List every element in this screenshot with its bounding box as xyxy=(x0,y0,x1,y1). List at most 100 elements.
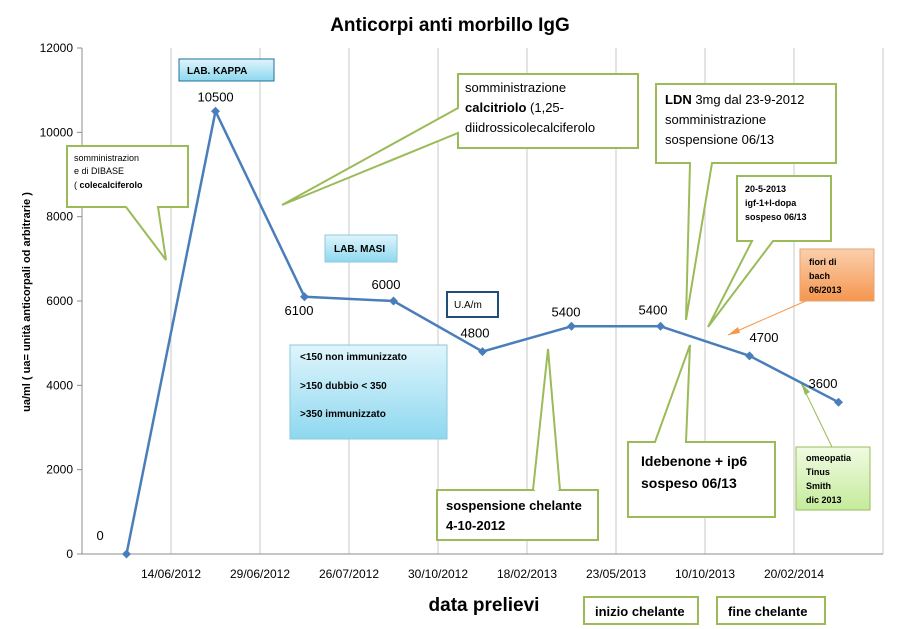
inizio-chelante-text: inizio chelante xyxy=(595,604,685,619)
svg-text:06/2013: 06/2013 xyxy=(809,285,842,295)
data-label: 4700 xyxy=(750,330,779,345)
calcitriolo-line-3: diidrossicolecalciferolo xyxy=(465,120,595,135)
calcitriolo-line-2-rest: (1,25- xyxy=(526,100,564,115)
chart-title: Anticorpi anti morbillo IgG xyxy=(330,15,570,36)
callout-ldn: LDN 3mg dal 23-9-2012 somministrazione s… xyxy=(655,83,837,321)
y-tick-label: 10000 xyxy=(40,125,74,139)
svg-text:Smith: Smith xyxy=(806,481,831,491)
lab-masi-text: LAB. MASI xyxy=(334,244,385,255)
data-label: 6000 xyxy=(372,277,401,292)
svg-text:dic 2013: dic 2013 xyxy=(806,495,842,505)
fine-chelante-text: fine chelante xyxy=(728,604,807,619)
svg-text:sospensione 06/13: sospensione 06/13 xyxy=(665,132,774,147)
svg-text:<150 non immunizzato: <150 non immunizzato xyxy=(300,352,407,363)
chelante-stop-line-2: 4-10-2012 xyxy=(446,518,505,533)
dibase-line-1: somministrazion xyxy=(74,153,139,163)
data-point xyxy=(656,321,665,331)
data-label: 3600 xyxy=(809,376,838,391)
callout-legend: <150 non immunizzato >150 dubbio < 350 >… xyxy=(289,344,448,440)
legend-line-1: <150 non immunizzato xyxy=(300,352,407,363)
legend-line-2: >150 dubbio < 350 xyxy=(300,381,387,392)
omeopatia-line-4: dic 2013 xyxy=(806,495,842,505)
x-tick-label: 30/10/2012 xyxy=(408,567,468,581)
x-tick-label: 29/06/2012 xyxy=(230,567,290,581)
callout-chelante-stop: sospensione chelante 4-10-2012 xyxy=(436,348,599,541)
svg-text:e di DIBASE: e di DIBASE xyxy=(74,166,124,176)
y-tick-label: 6000 xyxy=(46,294,73,308)
callout-omeopatia: omeopatia Tinus Smith dic 2013 xyxy=(795,382,871,511)
fiori-line-2: bach xyxy=(809,271,830,281)
callout-idebenone: Idebenone + ip6 sospeso 06/13 xyxy=(627,344,776,518)
fiori-line-3: 06/2013 xyxy=(809,285,842,295)
svg-text:diidrossicolecalciferolo: diidrossicolecalciferolo xyxy=(465,120,595,135)
svg-text:Idebenone + ip6: Idebenone + ip6 xyxy=(641,453,747,469)
label-fine-chelante: fine chelante xyxy=(716,596,826,625)
data-point xyxy=(122,549,131,559)
callout-dibase: somministrazion e di DIBASE ( colecalcif… xyxy=(66,145,189,261)
label-unit-box: U.A/m xyxy=(446,291,499,318)
svg-text:>150 dubbio < 350: >150 dubbio < 350 xyxy=(300,381,387,392)
callout-calcitriolo: somministrazione calcitriolo (1,25- diid… xyxy=(281,73,639,206)
svg-text:LDN 3mg dal 23-9-2012: LDN 3mg dal 23-9-2012 xyxy=(665,92,804,107)
svg-text:20-5-2013: 20-5-2013 xyxy=(745,184,786,194)
legend-line-3: >350 immunizzato xyxy=(300,409,386,420)
chelante-stop-line-1: sospensione chelante xyxy=(446,498,582,513)
omeopatia-line-1: omeopatia xyxy=(806,453,852,463)
series-layer xyxy=(122,106,843,559)
svg-text:sospensione chelante: sospensione chelante xyxy=(446,498,582,513)
y-tick-label: 12000 xyxy=(40,41,74,55)
y-axis-label: ua/ml ( ua= unità anticorpali od arbitra… xyxy=(21,192,33,412)
x-tick-label: 26/07/2012 xyxy=(319,567,379,581)
y-tick-label: 4000 xyxy=(46,378,73,392)
label-inizio-chelante: inizio chelante xyxy=(583,596,699,625)
data-point xyxy=(834,397,843,407)
calcitriolo-line-1: somministrazione xyxy=(465,80,566,95)
ldn-line-3: sospensione 06/13 xyxy=(665,132,774,147)
data-point xyxy=(211,106,220,116)
label-lab-kappa: LAB. KAPPA xyxy=(178,58,275,82)
x-tick-label: 18/02/2013 xyxy=(497,567,557,581)
ldn-bold: LDN xyxy=(665,92,692,107)
fiori-line-1: fiori di xyxy=(809,257,837,267)
data-point xyxy=(478,347,487,357)
svg-text:4-10-2012: 4-10-2012 xyxy=(446,518,505,533)
x-tick-label: 10/10/2013 xyxy=(675,567,735,581)
dibase-line-3-bold: colecalciferolo xyxy=(80,180,144,190)
svg-text:fiori di: fiori di xyxy=(809,257,837,267)
svg-text:somministrazione: somministrazione xyxy=(665,112,766,127)
svg-text:somministrazion: somministrazion xyxy=(74,153,139,163)
svg-text:( colecalciferolo: ( colecalciferolo xyxy=(74,180,143,190)
svg-text:bach: bach xyxy=(809,271,830,281)
data-label: 5400 xyxy=(639,302,668,317)
dibase-line-2: e di DIBASE xyxy=(74,166,124,176)
label-lab-masi: LAB. MASI xyxy=(324,234,398,263)
x-tick-label: 23/05/2013 xyxy=(586,567,646,581)
lab-kappa-text: LAB. KAPPA xyxy=(187,66,247,77)
data-label: 6100 xyxy=(285,303,314,318)
svg-text:sospeso 06/13: sospeso 06/13 xyxy=(641,475,737,491)
data-point xyxy=(300,292,309,302)
x-tick-labels: 14/06/2012 29/06/2012 26/07/2012 30/10/2012… xyxy=(141,567,824,581)
igf-line-2: igf-1+l-dopa xyxy=(745,198,797,208)
calcitriolo-line-2-bold: calcitriolo xyxy=(465,100,526,115)
unit-box-text: U.A/m xyxy=(454,300,482,311)
x-tick-label: 14/06/2012 xyxy=(141,567,201,581)
svg-text:igf-1+l-dopa: igf-1+l-dopa xyxy=(745,198,797,208)
data-point xyxy=(745,351,754,361)
svg-text:sospeso 06/13: sospeso 06/13 xyxy=(745,212,807,222)
idebenone-line-2: sospeso 06/13 xyxy=(641,475,737,491)
idebenone-line-1: Idebenone + ip6 xyxy=(641,453,747,469)
y-tick-label: 2000 xyxy=(46,463,73,477)
dibase-line-3: ( xyxy=(74,180,80,190)
x-tick-label: 20/02/2014 xyxy=(764,567,824,581)
callout-fiori: fiori di bach 06/2013 xyxy=(727,248,875,336)
data-label: 5400 xyxy=(552,304,581,319)
x-axis-label: data prelievi xyxy=(429,595,540,616)
callout-igf: 20-5-2013 igf-1+l-dopa sospeso 06/13 xyxy=(707,175,832,328)
igf-line-1: 20-5-2013 xyxy=(745,184,786,194)
omeopatia-line-3: Smith xyxy=(806,481,831,491)
y-tick-label: 0 xyxy=(66,547,73,561)
